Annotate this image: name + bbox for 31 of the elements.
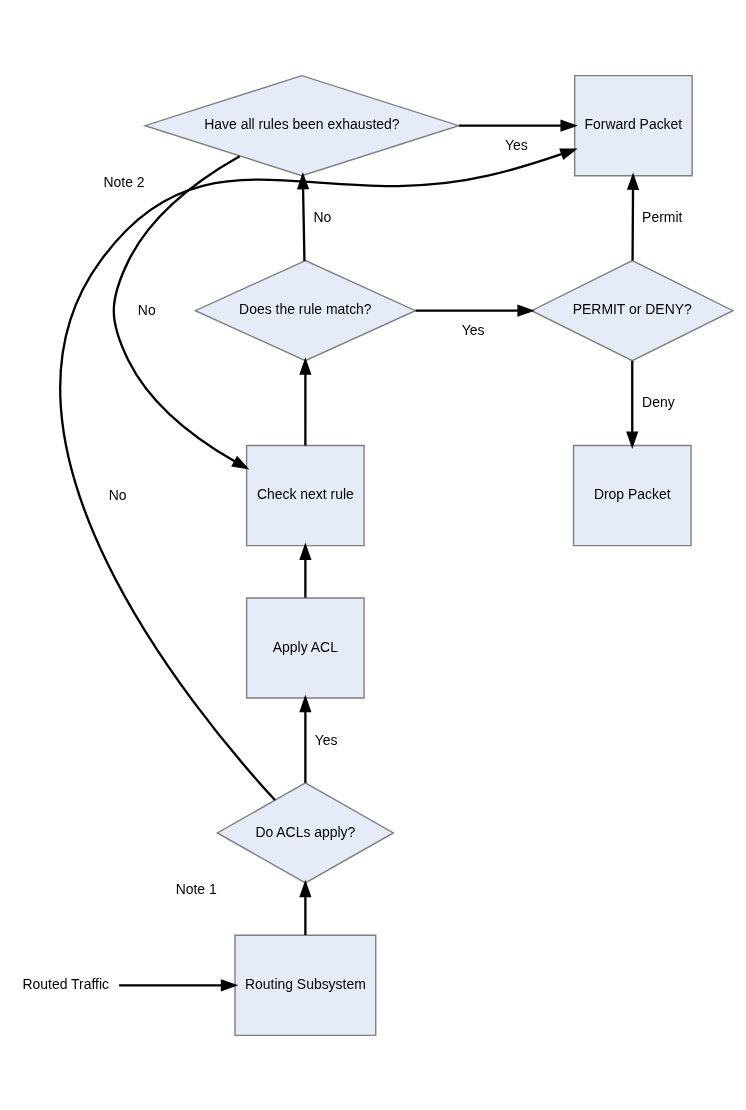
edge-label: No <box>137 301 156 318</box>
edge-label: No <box>108 486 127 503</box>
node-label: Note 1 <box>175 880 217 897</box>
edge-label: Yes <box>505 136 528 153</box>
node-diamond: Does the rule match? <box>193 259 418 361</box>
arrow <box>415 304 535 317</box>
node-diamond: Do ACLs apply? <box>215 781 395 884</box>
arrow <box>59 147 578 801</box>
node-text: Routed Traffic <box>22 975 109 992</box>
node-box: Drop Packet <box>572 444 692 546</box>
arrow <box>626 360 639 449</box>
node-diamond: PERMIT or DENY? <box>530 259 735 361</box>
arrow <box>112 154 250 470</box>
node-label: Note 2 <box>103 173 145 190</box>
edge-label: Yes <box>314 731 338 748</box>
edge-label: Yes <box>461 321 485 338</box>
arrow <box>458 119 578 132</box>
edge-label: Permit <box>642 208 683 225</box>
arrow <box>299 541 312 598</box>
arrow <box>299 694 312 783</box>
node-box: Routing Subsystem <box>234 934 377 1036</box>
node-diamond: Have all rules been exhausted? <box>142 74 461 176</box>
edge-label: No <box>313 208 332 225</box>
arrow <box>626 171 640 261</box>
node-box: Forward Packet <box>573 74 693 176</box>
edge-label: Deny <box>642 393 675 410</box>
node-box: Apply ACL <box>245 596 365 699</box>
arrow <box>119 978 239 991</box>
arrow <box>299 879 312 935</box>
arrow <box>299 356 312 445</box>
node-box: Check next rule <box>245 444 365 546</box>
